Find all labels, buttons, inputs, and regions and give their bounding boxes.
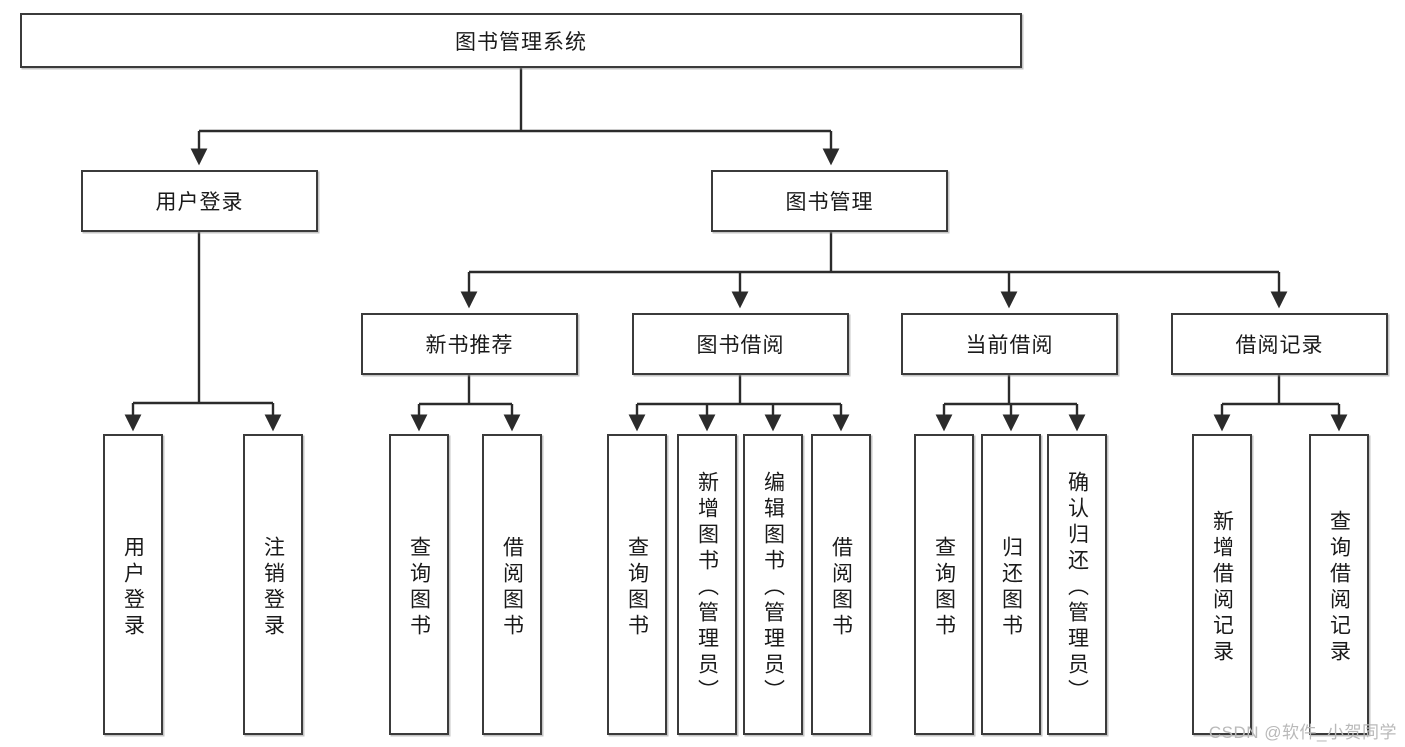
node-label: 图书管理 bbox=[785, 191, 874, 214]
node-label: 查询图书 bbox=[625, 535, 649, 640]
node-label: 图书借阅 bbox=[696, 334, 785, 357]
node-label: 图书管理系统 bbox=[455, 30, 587, 54]
leaf-new-book-query[interactable]: 查询图书 bbox=[389, 434, 449, 735]
leaf-current-borrow-confirm-return[interactable]: 确认归还（管理员） bbox=[1047, 434, 1107, 735]
leaf-borrow-record-add[interactable]: 新增借阅记录 bbox=[1192, 434, 1252, 735]
leaf-book-borrow-borrow[interactable]: 借阅图书 bbox=[811, 434, 871, 735]
node-label: 用户登录 bbox=[155, 191, 244, 214]
node-label: 查询图书 bbox=[407, 535, 431, 640]
node-label: 当前借阅 bbox=[965, 334, 1054, 357]
node-user-login[interactable]: 用户登录 bbox=[81, 170, 318, 232]
node-label: 注销登录 bbox=[261, 535, 285, 640]
node-label: 新增图书（管理员） bbox=[695, 470, 719, 705]
leaf-current-borrow-query[interactable]: 查询图书 bbox=[914, 434, 974, 735]
node-label: 编辑图书（管理员） bbox=[761, 470, 785, 705]
node-book-borrow[interactable]: 图书借阅 bbox=[632, 313, 849, 375]
node-label: 新书推荐 bbox=[425, 334, 514, 357]
node-current-borrow[interactable]: 当前借阅 bbox=[901, 313, 1118, 375]
node-borrow-record[interactable]: 借阅记录 bbox=[1171, 313, 1388, 375]
node-label: 新增借阅记录 bbox=[1210, 509, 1234, 666]
leaf-user-login-login[interactable]: 用户登录 bbox=[103, 434, 163, 735]
node-label: 借阅图书 bbox=[829, 535, 853, 640]
leaf-borrow-record-query[interactable]: 查询借阅记录 bbox=[1309, 434, 1369, 735]
leaf-book-borrow-edit[interactable]: 编辑图书（管理员） bbox=[743, 434, 803, 735]
node-label: 借阅图书 bbox=[500, 535, 524, 640]
leaf-book-borrow-add[interactable]: 新增图书（管理员） bbox=[677, 434, 737, 735]
node-label: 用户登录 bbox=[121, 535, 145, 640]
node-label: 查询图书 bbox=[932, 535, 956, 640]
node-root-system[interactable]: 图书管理系统 bbox=[20, 13, 1022, 68]
leaf-book-borrow-query[interactable]: 查询图书 bbox=[607, 434, 667, 735]
watermark: CSDN @软件_小贺同学 bbox=[1208, 723, 1397, 742]
leaf-new-book-borrow[interactable]: 借阅图书 bbox=[482, 434, 542, 735]
node-new-book-recommend[interactable]: 新书推荐 bbox=[361, 313, 578, 375]
node-label: 借阅记录 bbox=[1235, 334, 1324, 357]
leaf-user-login-logout[interactable]: 注销登录 bbox=[243, 434, 303, 735]
node-book-management[interactable]: 图书管理 bbox=[711, 170, 948, 232]
node-label: 确认归还（管理员） bbox=[1065, 470, 1089, 705]
leaf-current-borrow-return[interactable]: 归还图书 bbox=[981, 434, 1041, 735]
node-label: 查询借阅记录 bbox=[1327, 509, 1351, 666]
node-label: 归还图书 bbox=[999, 535, 1023, 640]
